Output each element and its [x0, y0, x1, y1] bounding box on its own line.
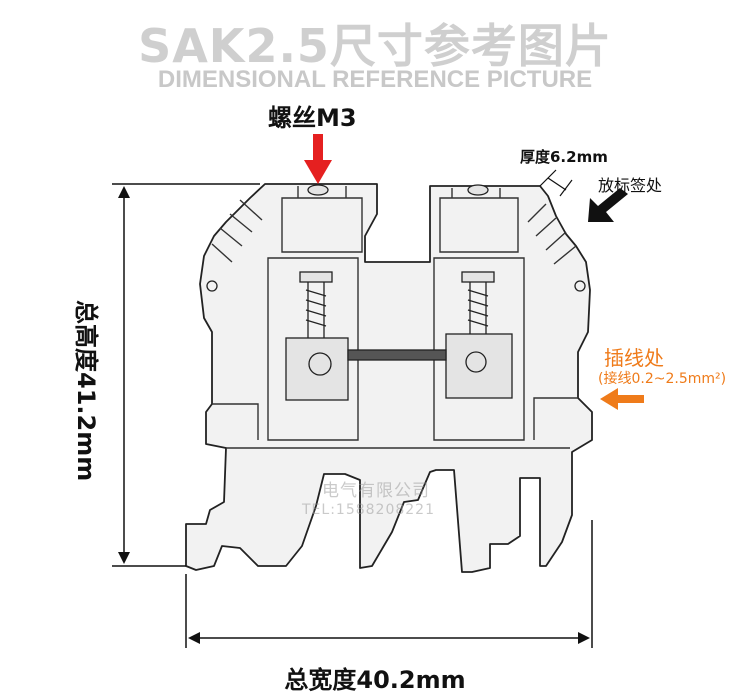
mounting-holes [206, 280, 586, 292]
wire-range-label: (接线0.2~2.5mm²) [598, 371, 727, 387]
title-english: DIMENSIONAL REFERENCE PICTURE [157, 66, 593, 93]
black-diagonal-arrow-icon [588, 188, 628, 222]
marker-label: 放标签处 [598, 176, 663, 195]
total-width-label: 总宽度40.2mm [284, 666, 466, 694]
housing-details [211, 186, 578, 449]
screw-label: 螺丝M3 [268, 104, 357, 132]
watermark-tel: TEL:1588208221 [302, 502, 435, 518]
width-dimension [185, 520, 593, 648]
insertion-label: 插线处 [604, 346, 664, 370]
busbar [347, 349, 447, 361]
red-down-arrow-icon [304, 134, 332, 184]
thickness-dimension [539, 169, 573, 197]
orange-left-arrow-icon [600, 388, 644, 410]
thickness-label: 厚度6.2mm [520, 148, 608, 166]
watermark-company: 电气有限公司 [322, 481, 430, 501]
screw-right [445, 184, 513, 399]
title-chinese: SAK2.5尺寸参考图片 [138, 19, 612, 73]
height-dimension [112, 183, 260, 567]
total-height-label: 总高度41.2mm [72, 300, 100, 482]
screw-left [285, 184, 349, 401]
